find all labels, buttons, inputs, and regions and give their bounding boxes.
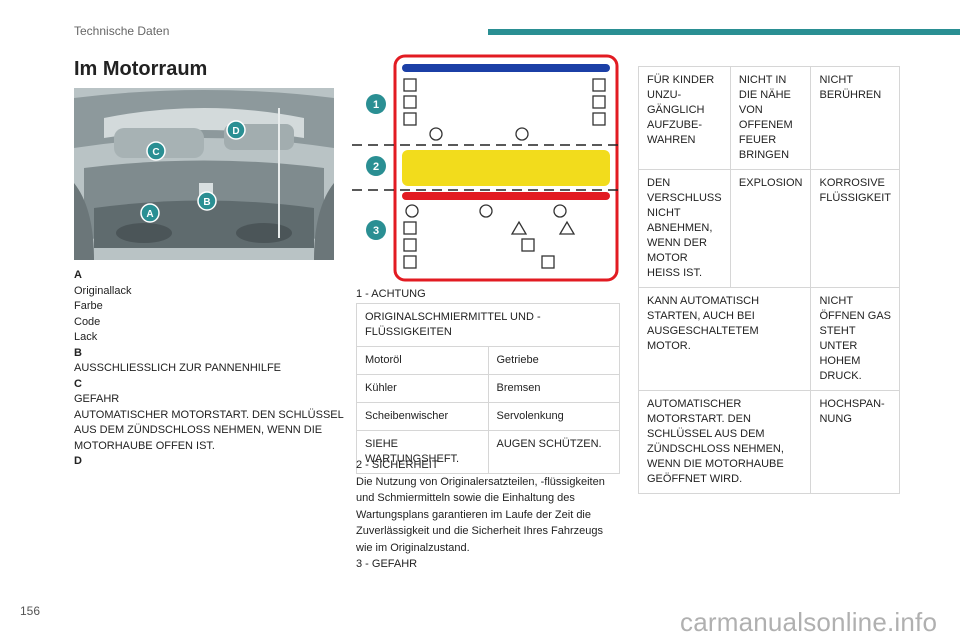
legend-line: Farbe (74, 300, 103, 312)
warning-label-diagram: 1 2 3 (352, 50, 622, 282)
svg-text:1: 1 (373, 99, 379, 111)
legend-key-c: C (74, 377, 82, 390)
legend-line: Code (74, 315, 101, 328)
badge-d: D (226, 120, 246, 140)
table-cell: Bremsen (487, 374, 620, 403)
label-section-3-symbols (403, 204, 576, 269)
table-cell: Kühler (356, 374, 489, 403)
legend-key-d: D (74, 455, 82, 467)
svg-text:D: D (232, 126, 239, 137)
table-cell: Scheibenwischer (356, 402, 489, 431)
section-2-text: Die Nutzung von Originalersatzteilen, -f… (356, 475, 605, 554)
table-cell: KANN AUTOMATISCH STARTEN, AUCH BEI AUSGE… (637, 287, 812, 391)
header-accent-bar (488, 29, 960, 35)
danger-table: FÜR KINDER UNZU-GÄNGLICH AUFZUBE-WAHREN … (637, 66, 900, 494)
label-red-band (402, 192, 610, 200)
table-cell: Getriebe (487, 346, 620, 375)
engine-bay-photo: A B C D (74, 88, 334, 260)
table-cell: SIEHE WARTUNGSHEFT. (356, 430, 489, 474)
label-section-1-symbols (403, 78, 606, 141)
table-cell: Motoröl (356, 346, 489, 375)
legend-line: Originallack (74, 284, 132, 297)
table-row: AUTOMATISCHER MOTORSTART. DEN SCHLÜSSEL … (637, 390, 900, 494)
legend-line: AUTOMATISCHER MOTORSTART. DEN SCHLÜSSEL … (74, 408, 344, 452)
table-cell: NICHT ÖFFNEN GAS STEHT UNTER HOHEM DRUCK… (810, 287, 900, 391)
svg-text:C: C (152, 147, 159, 158)
section-2-title: 2 - SICHERHEIT (356, 459, 439, 471)
table-cell: HOCHSPAN-NUNG (810, 390, 900, 494)
section-title: Im Motorraum (74, 58, 208, 80)
legend-line: GEFAHR (74, 393, 120, 405)
badge-c: C (146, 141, 166, 161)
table-cell: KORROSIVE FLÜSSIGKEIT (810, 169, 900, 288)
label-blue-band (402, 64, 610, 72)
legend-line: AUSSCHLIESSLICH ZUR PANNENHILFE (74, 362, 282, 374)
marker-3: 3 (366, 220, 386, 240)
table-row: SIEHE WARTUNGSHEFT. AUGEN SCHÜTZEN. (356, 430, 620, 474)
table-cell: Servolenkung (487, 402, 620, 431)
svg-text:A: A (146, 209, 153, 220)
legend-key-a: A (74, 269, 82, 281)
table-row: ORIGINALSCHMIERMITTEL UND -FLÜSSIGKEITEN (356, 303, 620, 347)
table-cell: NICHT IN DIE NÄHE VON OFFENEM FEUER BRIN… (729, 66, 812, 170)
watermark: carmanualsonline.info (680, 607, 938, 637)
table-row: FÜR KINDER UNZU-GÄNGLICH AUFZUBE-WAHREN … (638, 66, 900, 170)
table-row: Kühler Bremsen (356, 374, 620, 403)
page-number: 156 (20, 604, 41, 618)
table-row: Scheibenwischer Servolenkung (356, 402, 620, 431)
table-cell: AUGEN SCHÜTZEN. (487, 430, 620, 474)
svg-text:3: 3 (373, 225, 379, 237)
table-row: KANN AUTOMATISCH STARTEN, AUCH BEI AUSGE… (637, 287, 900, 391)
svg-text:B: B (203, 197, 210, 208)
legend-line: Lack (74, 331, 98, 343)
marker-1: 1 (366, 94, 386, 114)
table-cell: NICHT BERÜHREN (810, 66, 900, 170)
svg-text:2: 2 (373, 161, 379, 173)
legend-key-b: B (74, 346, 82, 359)
lubricants-table: ORIGINALSCHMIERMITTEL UND -FLÜSSIGKEITEN… (356, 303, 620, 474)
label-frame (393, 54, 619, 282)
photo-badges: A B C D (140, 120, 246, 223)
table-cell: FÜR KINDER UNZU-GÄNGLICH AUFZUBE-WAHREN (638, 66, 731, 170)
photo-legend: A Originallack Farbe Code Lack B AUSSCHL… (74, 268, 344, 470)
running-header: Technische Daten (74, 24, 170, 38)
badge-b: B (197, 191, 217, 211)
marker-2: 2 (366, 156, 386, 176)
section-3-title: 3 - GEFAHR (356, 558, 418, 570)
section-1-title: 1 - ACHTUNG (356, 288, 426, 300)
table-cell: EXPLOSION (729, 169, 812, 288)
label-yellow-band (402, 150, 610, 186)
table-header-cell: ORIGINALSCHMIERMITTEL UND -FLÜSSIGKEITEN (356, 303, 620, 347)
table-cell: DEN VERSCHLUSS NICHT ABNEHMEN, WENN DER … (638, 169, 731, 288)
table-row: DEN VERSCHLUSS NICHT ABNEHMEN, WENN DER … (638, 169, 900, 288)
table-row: Motoröl Getriebe (356, 346, 620, 375)
badge-a: A (140, 203, 160, 223)
sections-2-3: 2 - SICHERHEIT Die Nutzung von Originale… (356, 457, 621, 573)
table-cell: AUTOMATISCHER MOTORSTART. DEN SCHLÜSSEL … (637, 390, 812, 494)
